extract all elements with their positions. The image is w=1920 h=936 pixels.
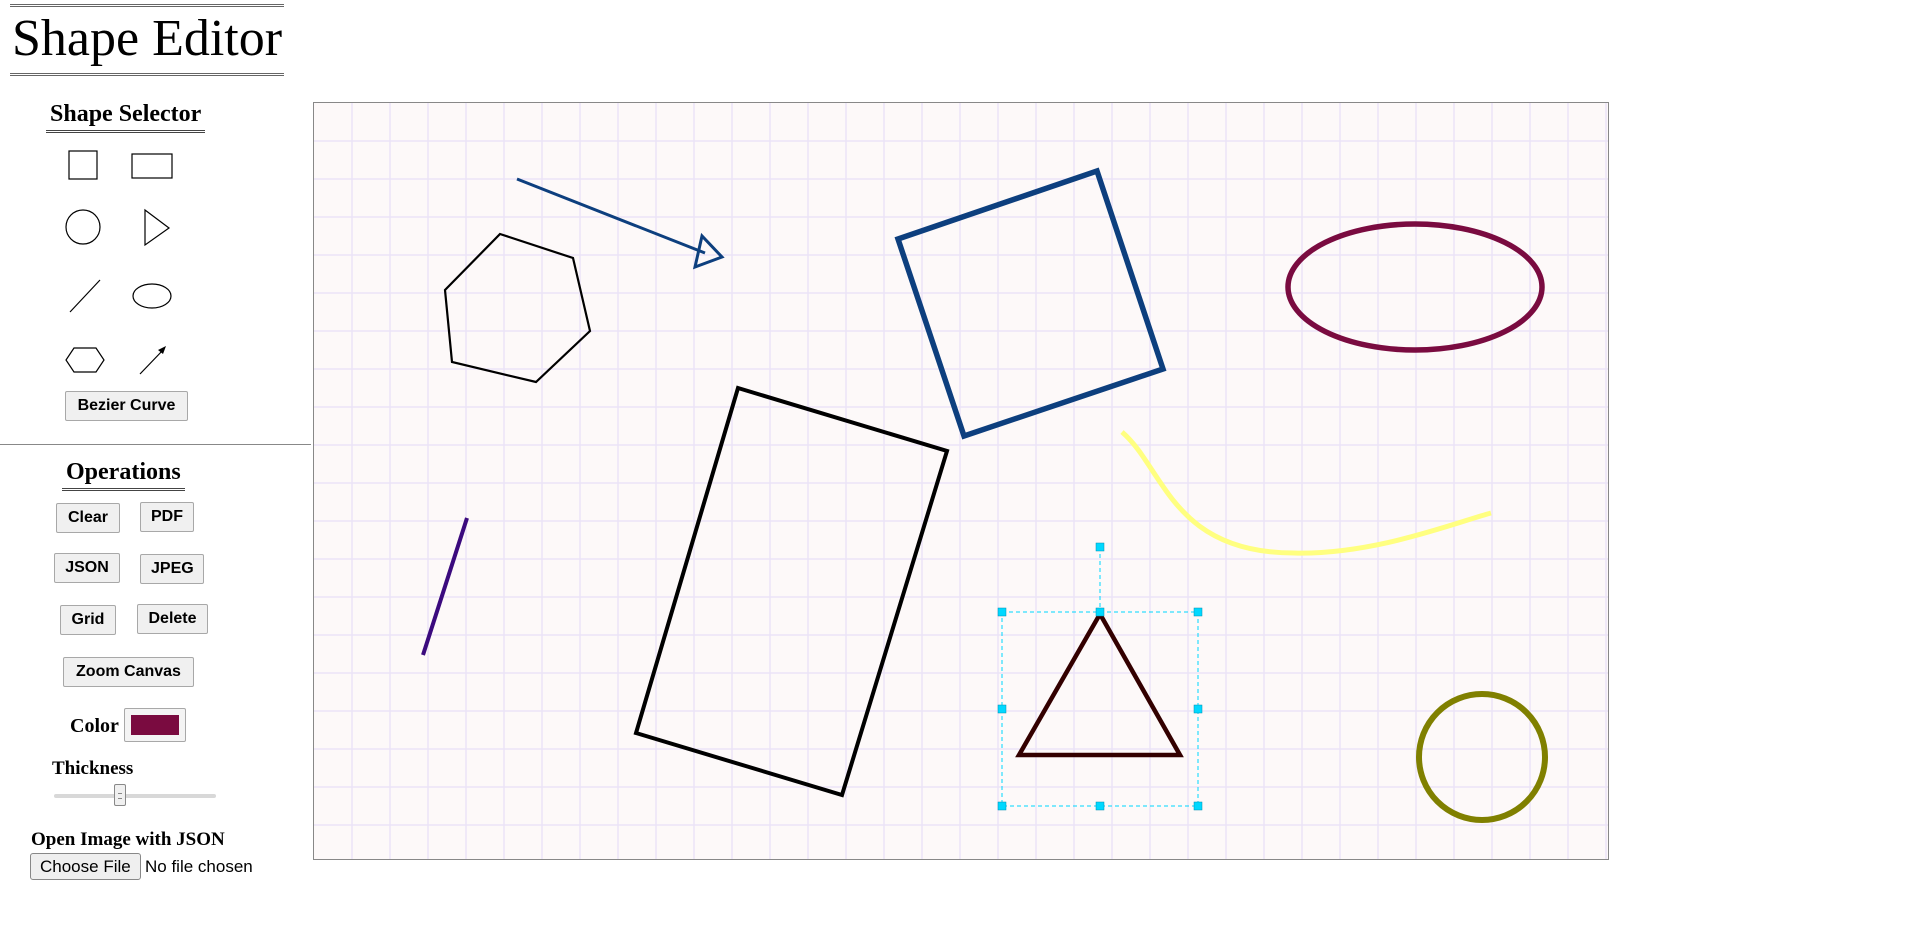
resize-handle-ne[interactable] (1193, 607, 1203, 617)
arrow-icon (139, 346, 166, 375)
color-swatch (131, 715, 179, 735)
triangle-tool-button[interactable] (131, 205, 179, 249)
line-icon (69, 279, 101, 313)
color-label: Color (70, 715, 119, 737)
arrow-shape[interactable] (516, 177, 725, 270)
thickness-slider[interactable] (54, 794, 216, 798)
circle-tool-button[interactable] (59, 205, 107, 249)
file-status-text: No file chosen (145, 857, 253, 876)
resize-handle-n[interactable] (1095, 607, 1105, 617)
json-button[interactable]: JSON (54, 553, 120, 583)
grid-button[interactable]: Grid (60, 605, 116, 635)
clear-button[interactable]: Clear (56, 503, 120, 533)
square-tool-button[interactable] (59, 143, 107, 187)
rotate-handle[interactable] (1095, 542, 1105, 552)
circle-shape[interactable] (1416, 691, 1548, 823)
pdf-button[interactable]: PDF (140, 502, 194, 532)
resize-handle-nw[interactable] (997, 607, 1007, 617)
open-json-label: Open Image with JSON (31, 829, 225, 850)
resize-handle-s[interactable] (1095, 801, 1105, 811)
bezier-curve-shape[interactable] (1120, 430, 1492, 556)
ellipse-icon (132, 283, 172, 309)
color-picker[interactable] (124, 708, 186, 742)
line-tool-button[interactable] (60, 274, 108, 318)
jpeg-button[interactable]: JPEG (140, 554, 204, 584)
rectangle-tool-button[interactable] (128, 143, 176, 187)
circle-icon (65, 209, 101, 245)
ellipse-shape[interactable] (1285, 221, 1545, 353)
triangle-icon (144, 208, 171, 247)
canvas-surface (314, 103, 1608, 859)
rotated-square-shape[interactable] (894, 167, 1167, 440)
delete-button[interactable]: Delete (137, 604, 208, 634)
selection-box (997, 542, 1203, 811)
arrow-tool-button[interactable] (128, 338, 176, 382)
resize-handle-w[interactable] (997, 704, 1007, 714)
hexagon-icon (65, 347, 105, 373)
thickness-slider-thumb[interactable] (114, 784, 126, 806)
thickness-label: Thickness (52, 758, 134, 779)
rectangle-icon (131, 153, 173, 179)
panel-divider (0, 444, 311, 445)
rotated-rectangle-shape[interactable] (633, 385, 950, 798)
shape-selector-heading: Shape Selector (46, 100, 206, 133)
line-shape[interactable] (421, 517, 469, 656)
zoom-canvas-button[interactable]: Zoom Canvas (63, 657, 194, 687)
resize-handle-sw[interactable] (997, 801, 1007, 811)
operations-heading: Operations (62, 458, 185, 491)
canvas-grid (314, 103, 1608, 859)
resize-handle-se[interactable] (1193, 801, 1203, 811)
hexagon-shape[interactable] (443, 232, 592, 384)
ellipse-tool-button[interactable] (128, 274, 176, 318)
choose-file-button[interactable]: Choose File (30, 853, 141, 880)
square-icon (68, 150, 98, 180)
hexagon-tool-button[interactable] (61, 338, 109, 382)
page-title: Shape Editor (10, 4, 285, 76)
triangle-shape[interactable] (1015, 609, 1184, 758)
drawing-canvas[interactable] (313, 102, 1609, 860)
bezier-curve-button[interactable]: Bezier Curve (65, 391, 188, 421)
resize-handle-e[interactable] (1193, 704, 1203, 714)
